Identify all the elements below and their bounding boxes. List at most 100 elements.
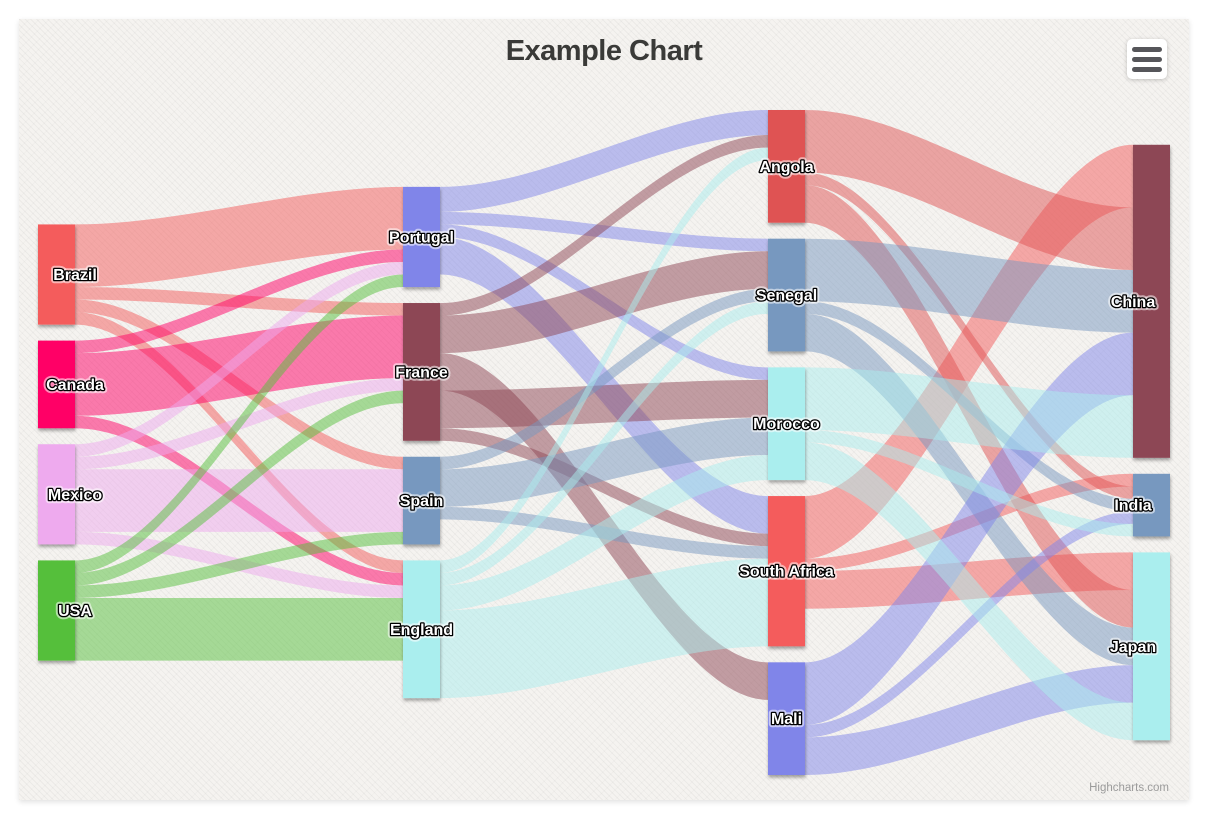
context-menu-button[interactable] bbox=[1127, 39, 1167, 79]
sankey-link-USA-France[interactable] bbox=[74, 390, 403, 586]
sankey-node-Morocco[interactable] bbox=[768, 367, 805, 481]
svg-text:Mexico: Mexico bbox=[48, 487, 102, 504]
svg-text:USA: USA bbox=[58, 603, 92, 620]
svg-text:Spain: Spain bbox=[400, 493, 444, 510]
sankey-link-Morocco-Japan[interactable] bbox=[805, 442, 1133, 741]
sankey-link-Brazil-Portugal[interactable] bbox=[75, 186, 403, 288]
sankey-link-England-South Africa[interactable] bbox=[440, 558, 768, 699]
node-label-South Africa: South AfricaSouth Africa bbox=[736, 560, 837, 584]
svg-text:France: France bbox=[395, 364, 448, 381]
sankey-link-Canada-Portugal[interactable] bbox=[74, 249, 403, 354]
sankey-link-France-Morocco[interactable] bbox=[440, 379, 768, 429]
sankey-link-France-Angola[interactable] bbox=[440, 135, 768, 316]
sankey-link-England-Senegal[interactable] bbox=[440, 301, 768, 586]
svg-text:Brazil: Brazil bbox=[53, 267, 97, 284]
sankey-link-Angola-China[interactable] bbox=[805, 110, 1133, 270]
sankey-link-USA-Portugal[interactable] bbox=[75, 274, 403, 573]
sankey-link-Canada-France[interactable] bbox=[75, 315, 403, 416]
sankey-node-USA[interactable] bbox=[38, 560, 75, 661]
svg-text:England: England bbox=[390, 622, 453, 639]
svg-text:Mali: Mali bbox=[771, 711, 802, 728]
sankey-link-Brazil-England[interactable] bbox=[75, 312, 403, 573]
sankey-link-Angola-India[interactable] bbox=[805, 172, 1133, 499]
svg-text:Portugal: Portugal bbox=[389, 229, 454, 246]
svg-text:South Africa: South Africa bbox=[739, 564, 834, 581]
sankey-link-Spain-Senegal[interactable] bbox=[440, 288, 768, 470]
sankey-node-England[interactable] bbox=[403, 560, 440, 699]
credits-link[interactable]: Highcharts.com bbox=[1089, 782, 1169, 794]
svg-text:Canada: Canada bbox=[46, 377, 104, 394]
svg-text:India: India bbox=[1114, 498, 1151, 515]
sankey-link-USA-England[interactable] bbox=[75, 597, 403, 661]
hamburger-bar bbox=[1132, 46, 1162, 52]
svg-text:Portugal: Portugal bbox=[389, 229, 454, 246]
sankey-labels-layer: BrazilBrazilCanadaCanadaMexicoMexicoUSAU… bbox=[43, 156, 1160, 732]
svg-text:Spain: Spain bbox=[400, 493, 444, 510]
sankey-node-Portugal[interactable] bbox=[403, 186, 440, 288]
hamburger-bar bbox=[1132, 56, 1162, 62]
sankey-node-Mexico[interactable] bbox=[38, 444, 75, 545]
hamburger-bar bbox=[1132, 66, 1162, 72]
sankey-link-France-Senegal[interactable] bbox=[440, 251, 768, 354]
svg-text:England: England bbox=[390, 622, 453, 639]
hamburger-icon bbox=[1127, 39, 1167, 79]
sankey-link-Morocco-China[interactable] bbox=[805, 367, 1133, 458]
sankey-link-USA-Spain[interactable] bbox=[75, 531, 403, 598]
sankey-link-Mali-India[interactable] bbox=[805, 511, 1133, 738]
sankey-node-China[interactable] bbox=[1133, 144, 1170, 458]
svg-text:Mali: Mali bbox=[771, 711, 802, 728]
svg-text:Brazil: Brazil bbox=[53, 267, 97, 284]
sankey-links-layer bbox=[74, 110, 1133, 775]
svg-text:Mexico: Mexico bbox=[48, 487, 102, 504]
sankey-link-Spain-Morocco[interactable] bbox=[440, 417, 768, 507]
sankey-node-Japan[interactable] bbox=[1133, 552, 1170, 741]
svg-text:Angola: Angola bbox=[759, 159, 813, 176]
svg-text:China: China bbox=[1111, 294, 1156, 311]
svg-text:Japan: Japan bbox=[1110, 639, 1156, 656]
sankey-nodes-layer bbox=[38, 110, 1170, 775]
sankey-link-Senegal-China[interactable] bbox=[805, 238, 1133, 333]
svg-text:Morocco: Morocco bbox=[753, 416, 820, 433]
sankey-link-Portugal-Angola[interactable] bbox=[440, 110, 768, 212]
svg-text:Canada: Canada bbox=[46, 377, 104, 394]
sankey-link-England-Angola[interactable] bbox=[440, 147, 768, 573]
sankey-node-France[interactable] bbox=[403, 303, 440, 441]
sankey-node-Mali[interactable] bbox=[768, 662, 805, 775]
sankey-node-Brazil[interactable] bbox=[38, 224, 75, 325]
sankey-node-South Africa[interactable] bbox=[768, 496, 805, 647]
sankey-node-Spain[interactable] bbox=[403, 456, 440, 545]
sankey-link-Mexico-Portugal[interactable] bbox=[75, 261, 403, 457]
sankey-node-Senegal[interactable] bbox=[768, 238, 805, 352]
svg-text:USA: USA bbox=[58, 603, 92, 620]
sankey-node-Angola[interactable] bbox=[768, 110, 805, 223]
sankey-diagram: BrazilBrazilCanadaCanadaMexicoMexicoUSAU… bbox=[38, 110, 1170, 775]
sankey-link-France-South Africa[interactable] bbox=[440, 428, 768, 547]
sankey-node-Canada[interactable] bbox=[38, 340, 75, 429]
svg-text:Angola: Angola bbox=[759, 159, 813, 176]
chart-title: Example Chart bbox=[505, 35, 703, 67]
sankey-link-Morocco-India[interactable] bbox=[805, 429, 1133, 537]
sankey-node-India[interactable] bbox=[1133, 473, 1170, 537]
sankey-link-England-Morocco[interactable] bbox=[440, 455, 768, 611]
svg-text:Morocco: Morocco bbox=[753, 416, 820, 433]
svg-text:China: China bbox=[1111, 294, 1156, 311]
svg-text:Japan: Japan bbox=[1110, 639, 1156, 656]
sankey-link-Mexico-Spain[interactable] bbox=[75, 469, 403, 532]
